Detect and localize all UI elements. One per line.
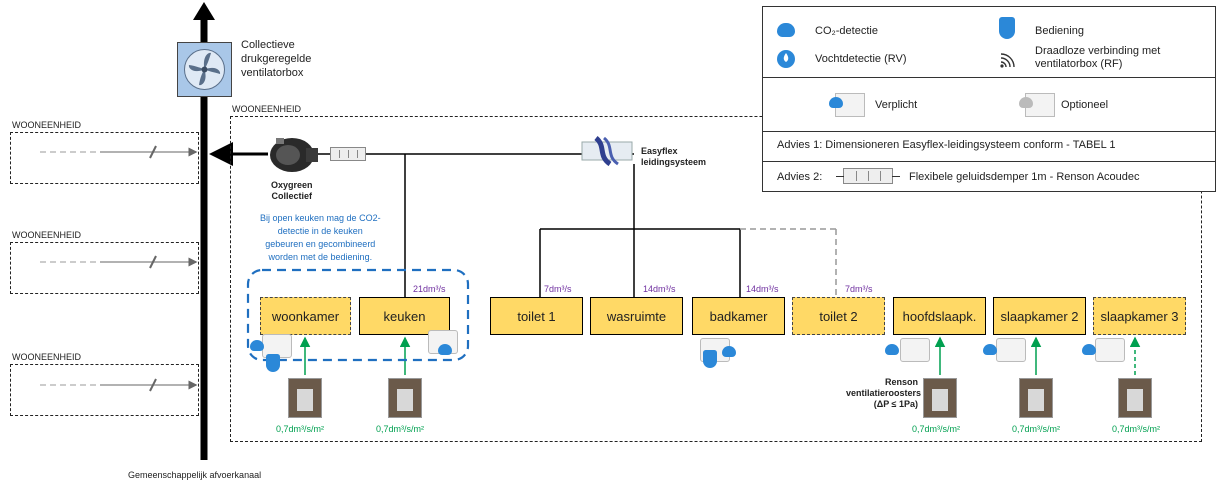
dwelling-box-3 <box>10 364 199 416</box>
flow-toilet-1: 7dm³/s <box>544 284 572 294</box>
supply-slaapkamer-2: 0,7dm³/s/m² <box>1012 424 1061 434</box>
supply-hoofdslaapk: 0,7dm³/s/m² <box>912 424 961 434</box>
room-badkamer: badkamer <box>692 297 785 335</box>
slaapkamer2-sensor <box>996 338 1026 362</box>
slaapkamer3-co2-icon <box>1082 344 1096 355</box>
main-dwelling-label: WOONEENHEID <box>232 104 302 114</box>
supply-slaapkamer-3: 0,7dm³/s/m² <box>1112 424 1161 434</box>
optional-co2-icon <box>1019 97 1033 108</box>
co2-icon <box>777 23 795 37</box>
woonkamer-co2-icon <box>250 340 264 351</box>
room-hoofdslaapkamer: hoofdslaapk. <box>893 297 986 335</box>
room-keuken: keuken <box>359 297 450 335</box>
hoofdslaapk-co2-icon <box>885 344 899 355</box>
humidity-icon <box>777 50 795 68</box>
hoofdslaapk-sensor <box>900 338 930 362</box>
badkamer-humidity-icon <box>722 346 736 357</box>
dwelling-label-1: WOONEENHEID <box>12 120 82 130</box>
legend-humidity: Vochtdetectie (RV) <box>815 53 907 65</box>
legend-required: Verplicht <box>875 99 918 111</box>
easyflex-icon <box>580 136 634 167</box>
room-slaapkamer-2: slaapkamer 2 <box>993 297 1086 335</box>
main-dwelling-box <box>230 116 1202 442</box>
room-toilet-1: toilet 1 <box>490 297 583 335</box>
legend-divider-1 <box>763 77 1215 78</box>
flow-badkamer: 14dm³/s <box>746 284 779 294</box>
room-woonkamer: woonkamer <box>260 297 351 335</box>
required-icon <box>835 93 865 117</box>
shaft-arrow <box>193 2 215 20</box>
slaapkamer2-co2-icon <box>983 344 997 355</box>
flow-wasruimte: 14dm³/s <box>643 284 676 294</box>
fan-icon <box>184 49 225 90</box>
dwelling-box-2 <box>10 242 199 294</box>
woonkamer-control-icon <box>266 354 280 372</box>
legend-silencer-icon <box>836 168 900 184</box>
legend-advice-2-prefix: Advies 2: <box>777 171 823 183</box>
legend-divider-2 <box>763 131 1215 132</box>
slaapkamer3-sensor <box>1095 338 1125 362</box>
kitchen-note: Bij open keuken mag de CO2-detectie in d… <box>260 213 381 262</box>
grille-hoofdslaapk <box>923 378 957 418</box>
legend-advice-2: Flexibele geluidsdemper 1m - Renson Acou… <box>909 171 1140 183</box>
grille-slaapkamer-2 <box>1019 378 1053 418</box>
flow-keuken: 21dm³/s <box>413 284 446 294</box>
supply-keuken: 0,7dm³/s/m² <box>376 424 425 434</box>
fan-box <box>177 42 232 97</box>
shaft-label: Gemeenschappelijk afvoerkanaal <box>128 470 262 480</box>
legend-optional: Optioneel <box>1061 99 1109 111</box>
room-toilet-2: toilet 2 <box>792 297 885 335</box>
legend-co2: CO₂-detectie <box>815 25 878 37</box>
wireless-icon <box>1000 53 1015 68</box>
legend-divider-3 <box>763 161 1215 162</box>
legend-control: Bediening <box>1035 25 1084 37</box>
open-kitchen-outline <box>246 268 470 362</box>
badkamer-control-icon <box>703 350 717 368</box>
dwelling-label-2: WOONEENHEID <box>12 230 82 240</box>
keuken-sensor <box>428 330 458 354</box>
grille-keuken <box>388 378 422 418</box>
dwelling-label-3: WOONEENHEID <box>12 352 82 362</box>
oxygreen-unit-icon <box>266 134 318 176</box>
room-slaapkamer-3: slaapkamer 3 <box>1093 297 1186 335</box>
dwelling-box-1 <box>10 132 199 184</box>
silencer-icon <box>330 147 366 161</box>
grille-slaapkamer-3 <box>1118 378 1152 418</box>
control-icon <box>999 17 1015 39</box>
room-wasruimte: wasruimte <box>590 297 683 335</box>
keuken-co2-icon <box>438 344 452 355</box>
legend-advice-1: Advies 1: Dimensioneren Easyflex-leiding… <box>777 139 1116 151</box>
required-co2-icon <box>829 97 843 108</box>
supply-woonkamer: 0,7dm³/s/m² <box>276 424 325 434</box>
legend-box: CO₂-detectie Vochtdetectie (RV) Bedienin… <box>762 6 1216 192</box>
grille-woonkamer <box>288 378 322 418</box>
flow-toilet-2: 7dm³/s <box>845 284 873 294</box>
